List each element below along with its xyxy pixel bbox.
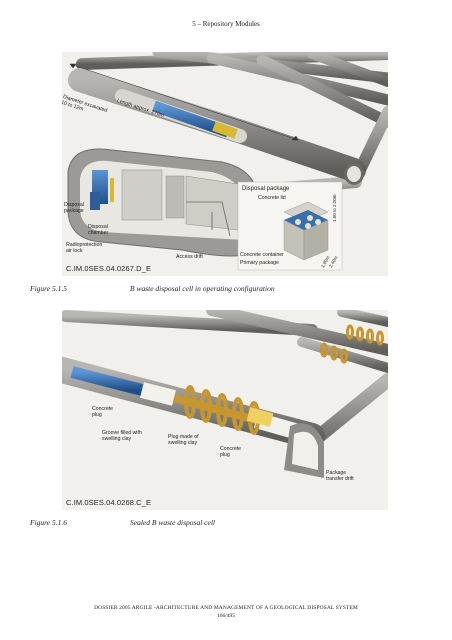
footer-title: DOSSIER 2005 ARGILE -ARCHITECTURE AND MA… xyxy=(94,605,358,611)
label-plug-swelling-clay: Plug made of swelling clay xyxy=(168,434,199,446)
label-concrete-plug-right: Concrete plug xyxy=(220,446,242,458)
label-concrete-container: Concrete container xyxy=(240,252,284,258)
figure1-illustration xyxy=(67,52,388,271)
caption-number: Figure 5.1.5 xyxy=(30,284,68,293)
disposal-cell xyxy=(68,68,366,185)
page-footer: DOSSIER 2005 ARGILE -ARCHITECTURE AND MA… xyxy=(0,604,452,620)
caption-number: Figure 5.1.6 xyxy=(30,518,68,527)
figure-code: C.IM.0SES.04.0267.D_E xyxy=(66,264,152,273)
upper-clay-rings xyxy=(320,324,384,364)
label-disposal-package: Disposal package xyxy=(242,186,290,192)
sealed-cell xyxy=(62,357,325,478)
figure-caption: Figure 5.1.6 Sealed B waste disposal cel… xyxy=(30,518,430,528)
caption-text: Sealed B waste disposal cell xyxy=(130,518,215,527)
label-access-drift: Access drift xyxy=(176,254,203,260)
label-radioprotection: Radioprotection air lock xyxy=(66,242,103,254)
page-number: 166/495 xyxy=(216,613,236,619)
figure-caption: Figure 5.1.5 B waste disposal cell in op… xyxy=(30,284,430,294)
length-dimension xyxy=(69,63,299,141)
disposal-package-panel xyxy=(237,181,343,271)
figure-b-waste-cell-operating: Length approx. 270m Diameter excavated 1… xyxy=(62,52,388,276)
caption-text: B waste disposal cell in operating confi… xyxy=(130,284,275,293)
label-package-transfer-drift: Package transfer drift xyxy=(326,470,354,482)
cutaway-inset xyxy=(67,148,259,257)
figure2-illustration xyxy=(62,310,388,478)
label-concrete-lid: Concrete lid xyxy=(258,195,286,201)
label-disposal-chamber: Disposal chamber xyxy=(88,224,109,236)
label-dim-height: 1.50 to 2.20m xyxy=(332,194,337,222)
label-groove: Groove filled with swelling clay xyxy=(102,430,142,442)
figure-code: C.IM.0SES.04.0268.C_E xyxy=(66,498,152,507)
figure-sealed-b-waste-cell: Concrete plug Groove filled with swellin… xyxy=(62,310,388,510)
label-concrete-plug-left: Concrete plug xyxy=(92,406,114,418)
label-disposal-package-inset: Disposal package xyxy=(64,202,84,214)
label-primary-package: Primary package xyxy=(240,260,279,266)
page-header: 5 – Repository Modules xyxy=(192,20,260,28)
